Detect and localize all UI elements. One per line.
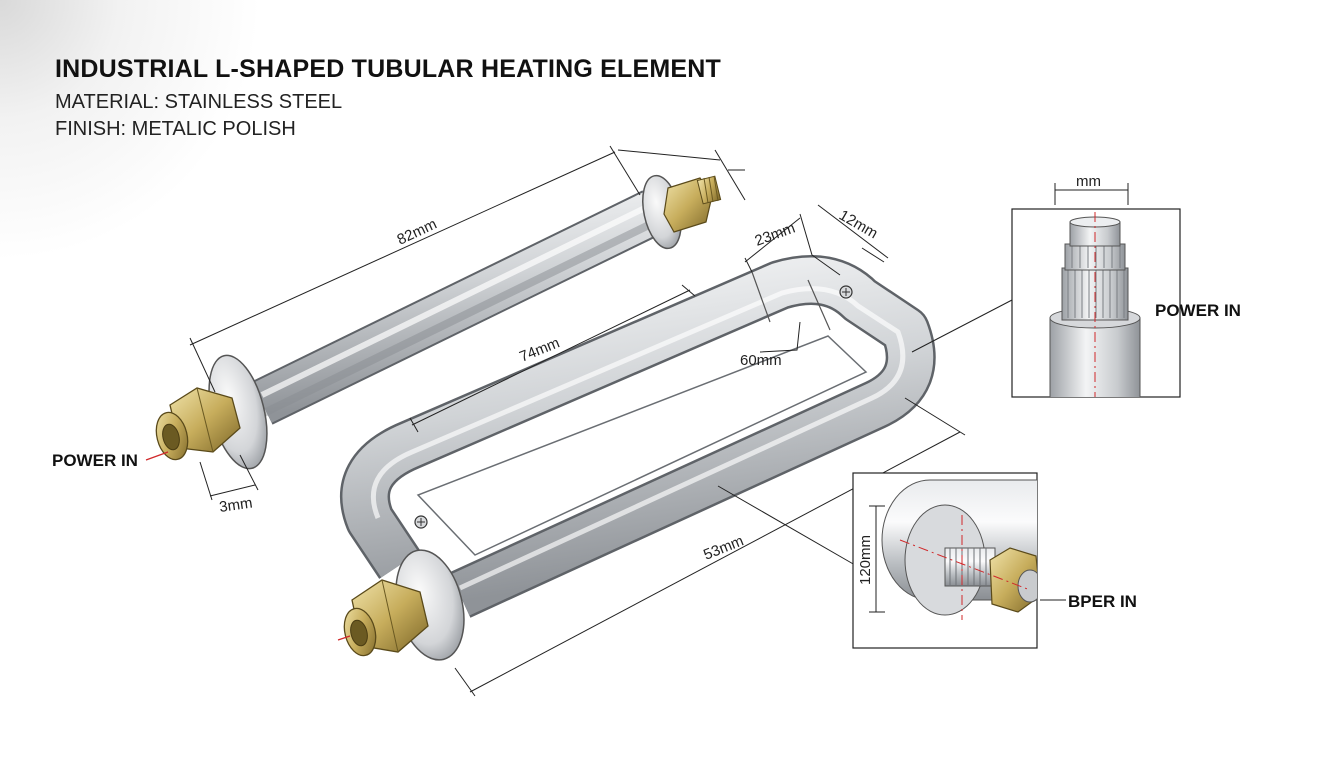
callout-power-in-left: POWER IN (52, 451, 138, 470)
detail-view-bottom (852, 472, 1066, 649)
left-power-fitting (155, 354, 268, 470)
u-shaped-tube (340, 255, 936, 618)
dim-label-top-length: 82mm (395, 216, 440, 249)
detail-view-top (1011, 183, 1181, 398)
top-tube (251, 190, 664, 425)
top-far-fitting (642, 174, 722, 250)
dim-label-bottom-length: 53mm (701, 532, 746, 563)
finish-spec: FINISH: METALIC POLISH (55, 118, 296, 140)
callout-power-in-detail: POWER IN (1155, 301, 1241, 320)
callout-bper-in-detail: BPER IN (1068, 592, 1137, 611)
dim-label-bend-width: 23mm (753, 220, 798, 250)
dim-label-thread: 3mm (218, 494, 253, 515)
callout-leader-left (145, 451, 169, 461)
dim-label-detail-top: mm (1076, 173, 1101, 190)
bottom-fitting (337, 549, 465, 661)
dim-label-bend-depth: 12mm (836, 207, 881, 243)
diagram-title: INDUSTRIAL L-SHAPED TUBULAR HEATING ELEM… (55, 55, 721, 83)
dim-label-bend-radius: 60mm (740, 352, 782, 369)
material-spec: MATERIAL: STAINLESS STEEL (55, 91, 343, 113)
dim-label-detail-bottom: 120mm (857, 535, 874, 585)
